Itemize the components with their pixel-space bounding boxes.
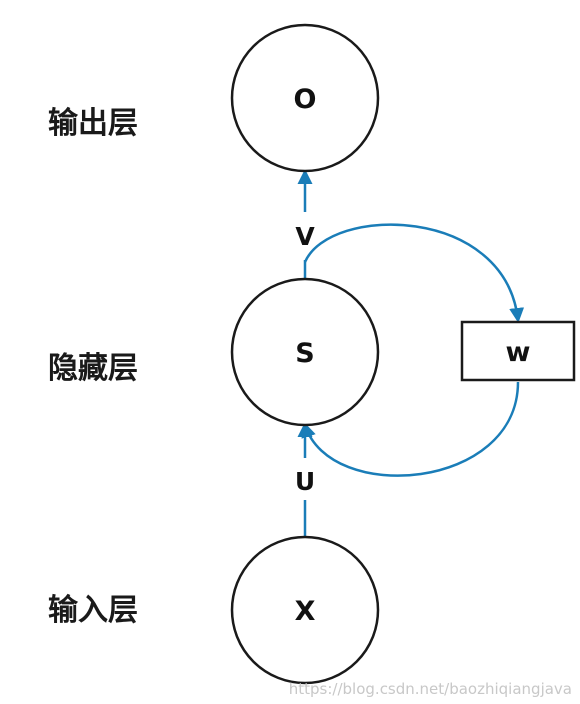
watermark: https://blog.csdn.net/baozhiqiangjava <box>289 680 572 698</box>
hidden-node-label: S <box>295 338 314 369</box>
edge-hidden-to-weight <box>303 223 525 323</box>
input-layer-label: 输入层 <box>48 593 138 628</box>
hidden-node <box>230 277 380 427</box>
input-node-label: X <box>295 596 316 627</box>
edge-label-u: U <box>295 467 315 496</box>
output-node-label: O <box>294 84 317 115</box>
output-node <box>230 23 380 173</box>
edge-weight-to-hidden <box>301 381 520 477</box>
input-node <box>230 535 380 685</box>
edge-label-v: V <box>295 222 315 251</box>
weight-box <box>460 320 576 382</box>
weight-label: w <box>506 337 531 368</box>
output-layer-label: 输出层 <box>48 106 138 141</box>
hidden-layer-label: 隐藏层 <box>48 351 138 386</box>
